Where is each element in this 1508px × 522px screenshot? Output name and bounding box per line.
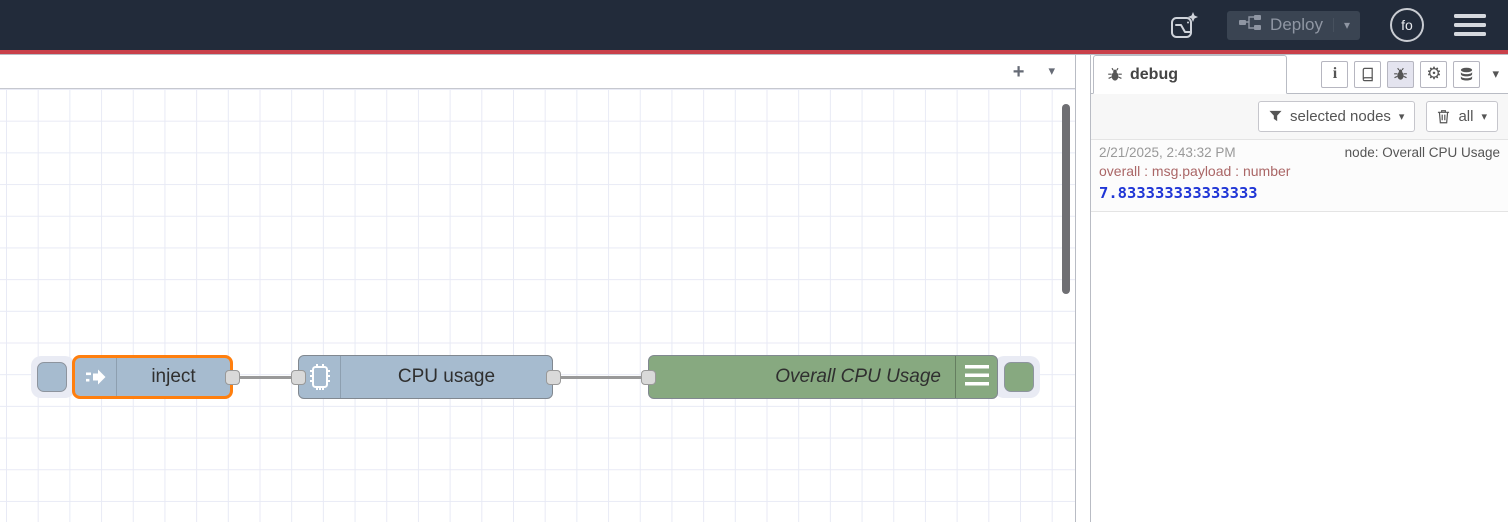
deploy-button-label: Deploy (1270, 15, 1323, 34)
header: Deploy ▾ fo (0, 0, 1508, 50)
database-icon (1461, 67, 1473, 80)
cpu-input-port[interactable] (291, 370, 306, 385)
workspace-panel: + ▾ inject (0, 55, 1076, 522)
assistant-icon[interactable] (1167, 8, 1201, 42)
debug-message-value[interactable]: 7.833333333333333 (1099, 184, 1258, 202)
wires-layer (232, 376, 648, 379)
tab-info-button[interactable]: i (1321, 60, 1349, 88)
avatar-initials: fo (1401, 17, 1413, 33)
node-cpu-usage[interactable]: CPU usage (298, 355, 553, 399)
debug-message-list: 2/21/2025, 2:43:32 PM node: Overall CPU … (1091, 139, 1508, 522)
gear-icon: ⚙ (1426, 63, 1442, 84)
tab-help-button[interactable] (1354, 60, 1382, 88)
cpu-chip-icon (299, 356, 341, 398)
caret-down-icon: ▾ (1481, 110, 1487, 123)
cpu-output-port[interactable] (546, 370, 561, 385)
node-label: inject (151, 366, 196, 387)
debug-message-property: overall : msg.payload : number (1099, 163, 1291, 179)
inject-output-port[interactable] (225, 370, 240, 385)
sidebar-tabbar: debug i (1091, 55, 1508, 94)
debug-console-icon (955, 356, 997, 398)
inject-arrow-icon (75, 358, 117, 396)
main-area: + ▾ inject (0, 54, 1508, 522)
debug-message-timestamp: 2/21/2025, 2:43:32 PM (1099, 145, 1236, 160)
info-icon: i (1332, 65, 1338, 82)
filter-funnel-icon (1269, 110, 1282, 122)
node-label: CPU usage (397, 366, 496, 387)
tab-debug-label: debug (1130, 65, 1178, 83)
deploy-caret-icon[interactable]: ▾ (1332, 18, 1350, 32)
node-label: Overall CPU Usage (775, 366, 941, 387)
tab-context-button[interactable] (1453, 60, 1481, 88)
bug-icon (1394, 67, 1408, 80)
deploy-nodes-icon (1239, 15, 1262, 35)
debug-filter-button[interactable]: selected nodes ▾ (1258, 101, 1416, 132)
flow-canvas[interactable]: inject CPU usage Overall CPU Usage (0, 89, 1075, 522)
flow-tabbar: + ▾ (0, 55, 1075, 89)
add-flow-button[interactable]: + (1012, 60, 1025, 83)
debug-clear-button[interactable]: all ▾ (1426, 101, 1498, 132)
debug-filter-label: selected nodes (1290, 108, 1391, 125)
sidebar-menu-caret-icon[interactable]: ▾ (1492, 66, 1499, 82)
caret-down-icon: ▾ (1398, 110, 1405, 123)
deploy-button[interactable]: Deploy ▾ (1227, 10, 1360, 40)
trash-icon (1438, 110, 1450, 124)
tab-config-button[interactable]: ⚙ (1420, 60, 1448, 88)
deploy-status-line (0, 50, 1508, 54)
debug-clear-label: all (1458, 108, 1474, 125)
debug-message-meta: 2/21/2025, 2:43:32 PM node: Overall CPU … (1099, 145, 1500, 160)
debug-sidebar: debug i (1090, 55, 1508, 522)
sidebar-tool-buttons: i (1321, 55, 1508, 93)
debug-message[interactable]: 2/21/2025, 2:43:32 PM node: Overall CPU … (1091, 139, 1508, 212)
main-menu-icon[interactable] (1454, 14, 1486, 36)
tab-debug[interactable]: debug (1093, 55, 1287, 94)
debug-toolbar: selected nodes ▾ all ▾ (1091, 94, 1508, 139)
node-overall-cpu-usage[interactable]: Overall CPU Usage (648, 355, 998, 399)
user-avatar[interactable]: fo (1390, 8, 1424, 42)
inject-trigger-button[interactable] (37, 362, 67, 392)
debug-input-port[interactable] (641, 370, 656, 385)
flow-list-caret-icon[interactable]: ▾ (1048, 64, 1055, 79)
debug-toggle-button[interactable] (1004, 362, 1034, 392)
sidebar-splitter[interactable] (1076, 55, 1090, 522)
book-icon (1363, 67, 1374, 81)
tab-debug-button[interactable] (1387, 60, 1415, 88)
bug-icon (1108, 67, 1122, 81)
debug-message-source-node: node: Overall CPU Usage (1344, 145, 1500, 160)
node-inject[interactable]: inject (72, 355, 233, 399)
canvas-vertical-scrollbar[interactable] (1062, 104, 1070, 294)
